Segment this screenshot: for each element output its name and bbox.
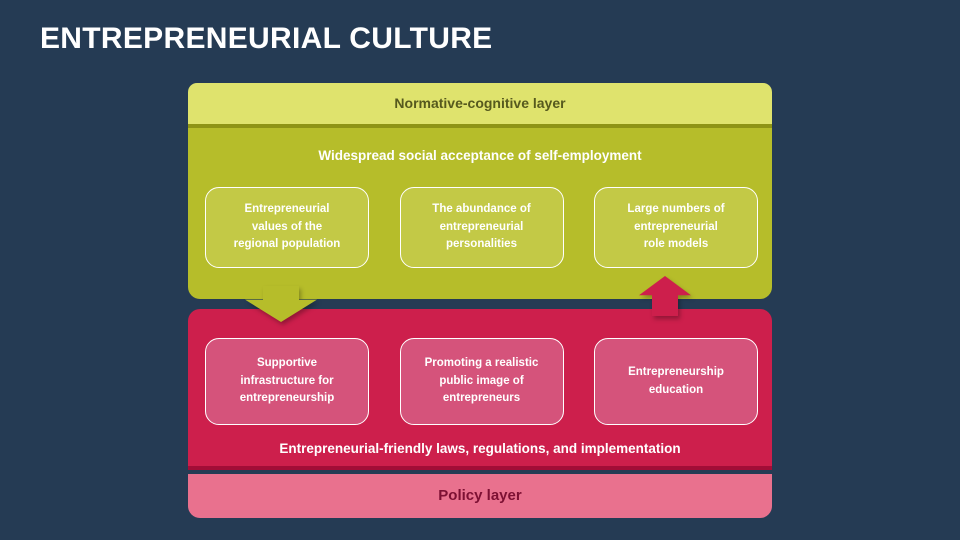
arrow-up-icon [639, 276, 691, 316]
normative-box-row: Entrepreneurial values of the regional p… [205, 187, 758, 268]
normative-box-regional-values: Entrepreneurial values of the regional p… [205, 187, 369, 268]
normative-layer-body: Widespread social acceptance of self-emp… [188, 128, 772, 299]
policy-layer-subtitle: Entrepreneurial-friendly laws, regulatio… [279, 441, 681, 456]
normative-layer-subtitle: Widespread social acceptance of self-emp… [318, 148, 642, 163]
policy-box-infrastructure: Supportive infrastructure for entreprene… [205, 338, 369, 425]
policy-layer-body: Supportive infrastructure for entreprene… [188, 309, 772, 470]
policy-box-education: Entrepreneurship education [594, 338, 758, 425]
page-title: ENTREPRENEURIAL CULTURE [40, 22, 493, 55]
policy-box-row: Supportive infrastructure for entreprene… [205, 338, 758, 425]
normative-box-role-models: Large numbers of entrepreneurial role mo… [594, 187, 758, 268]
normative-box-personalities: The abundance of entrepreneurial persona… [399, 187, 564, 268]
normative-layer-header: Normative-cognitive layer [188, 83, 772, 128]
arrow-down-shape [245, 286, 317, 322]
arrow-down-icon [245, 286, 317, 322]
policy-box-public-image: Promoting a realistic public image of en… [399, 338, 564, 425]
arrow-up-shape [639, 276, 691, 316]
policy-layer-footer: Policy layer [188, 474, 772, 518]
